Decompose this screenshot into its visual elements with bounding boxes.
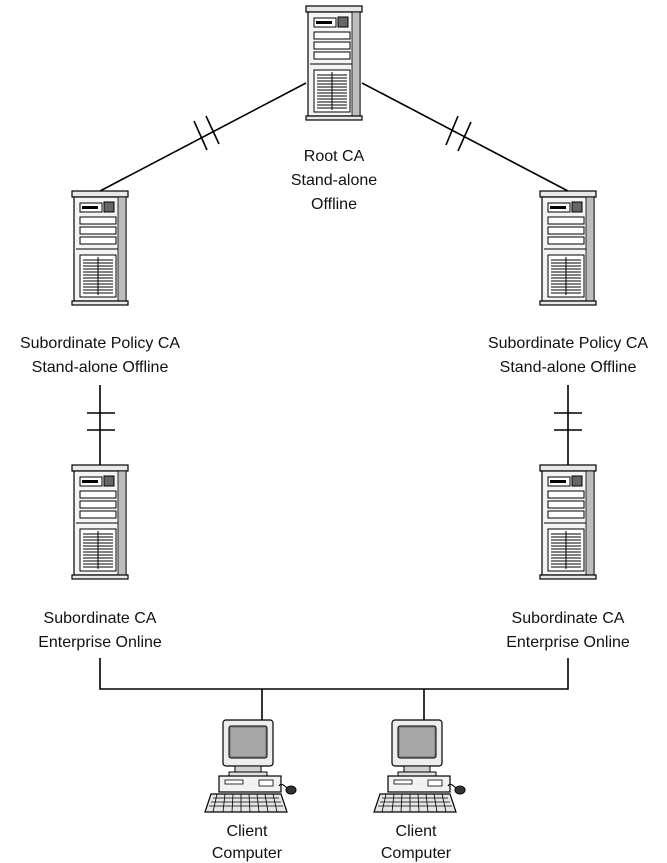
root-ca-node[interactable]: Root CA Stand-alone Offline bbox=[291, 5, 377, 213]
left-client-label-line2: Computer bbox=[212, 845, 283, 862]
right-policy-ca-node[interactable]: Subordinate Policy CA Stand-alone Offlin… bbox=[488, 190, 648, 376]
right-subordinate-ca-detail: Enterprise Online bbox=[506, 634, 630, 651]
right-subordinate-ca-server-icon bbox=[539, 464, 597, 580]
left-client-computer-icon bbox=[204, 719, 297, 813]
left-client-label-line1: Client bbox=[227, 823, 268, 840]
left-policy-ca-server-icon bbox=[71, 190, 129, 306]
offline-break-markers bbox=[87, 115, 582, 431]
right-policy-ca-name: Subordinate Policy CA bbox=[488, 335, 648, 352]
break-marker-right-vertical bbox=[554, 412, 582, 431]
right-subordinate-ca-name: Subordinate CA bbox=[512, 610, 625, 627]
right-subordinate-ca-node[interactable]: Subordinate CA Enterprise Online bbox=[506, 464, 630, 651]
root-ca-name: Root CA bbox=[304, 148, 365, 165]
left-subordinate-ca-name: Subordinate CA bbox=[44, 610, 157, 627]
left-policy-ca-detail: Stand-alone Offline bbox=[32, 359, 169, 376]
left-subordinate-ca-server-icon bbox=[71, 464, 129, 580]
right-policy-ca-server-icon bbox=[539, 190, 597, 306]
right-policy-ca-detail: Stand-alone Offline bbox=[500, 359, 637, 376]
link-root-to-left-policy bbox=[99, 82, 307, 192]
root-ca-status: Offline bbox=[311, 196, 357, 213]
right-client-label-line2: Computer bbox=[381, 845, 452, 862]
root-ca-type: Stand-alone bbox=[291, 172, 377, 189]
break-marker-root-right bbox=[445, 115, 472, 152]
right-client-computer-icon bbox=[373, 719, 466, 813]
root-ca-server-icon bbox=[305, 5, 363, 121]
left-subordinate-ca-node[interactable]: Subordinate CA Enterprise Online bbox=[38, 464, 162, 651]
left-policy-ca-name: Subordinate Policy CA bbox=[20, 335, 180, 352]
left-policy-ca-node[interactable]: Subordinate Policy CA Stand-alone Offlin… bbox=[20, 190, 180, 376]
break-marker-left-vertical bbox=[87, 412, 115, 431]
right-client-label-line1: Client bbox=[396, 823, 437, 840]
left-client-computer-node[interactable]: Client Computer bbox=[204, 719, 297, 862]
break-marker-root-left bbox=[193, 115, 220, 151]
right-client-computer-node[interactable]: Client Computer bbox=[373, 719, 466, 862]
network-bus bbox=[99, 658, 569, 690]
left-subordinate-ca-detail: Enterprise Online bbox=[38, 634, 162, 651]
connection-lines bbox=[99, 82, 569, 720]
